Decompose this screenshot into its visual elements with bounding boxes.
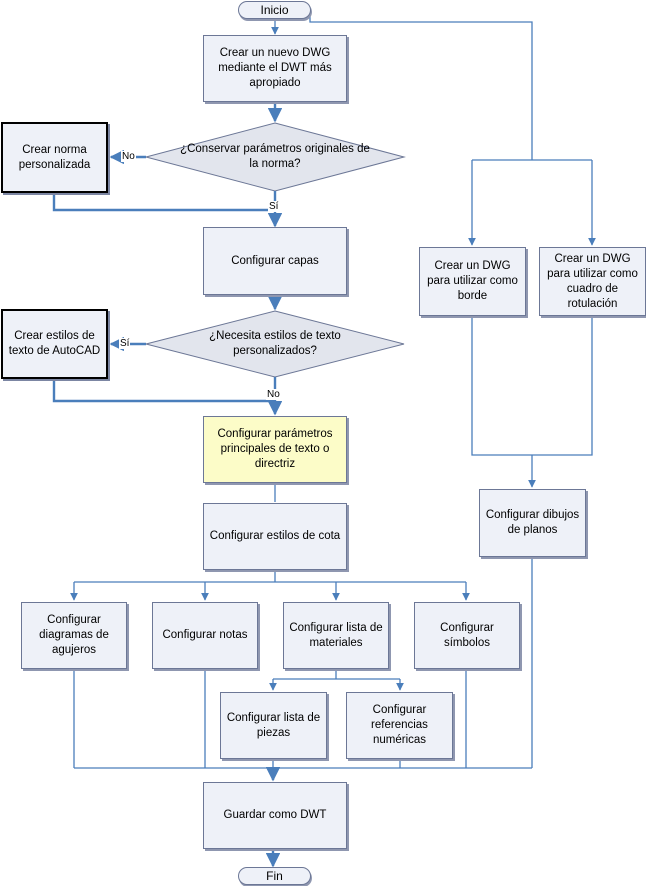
end-terminal: Fin bbox=[238, 867, 311, 885]
branch-label-no-1: No bbox=[121, 151, 136, 162]
step-parts-list-pieces: Configurar lista de piezas bbox=[220, 692, 327, 759]
step-title-block-dwg: Crear un DWG para utilizar como cuadro d… bbox=[539, 247, 646, 316]
step-autocad-text-styles: Crear estilos de texto de AutoCAD bbox=[1, 309, 108, 379]
step-configure-layers: Configurar capas bbox=[203, 227, 347, 295]
step-notes: Configurar notas bbox=[152, 602, 258, 669]
branch-label-no-2: No bbox=[266, 389, 281, 400]
step-new-dwg: Crear un nuevo DWG mediante el DWT más a… bbox=[203, 35, 347, 102]
step-dimension-styles: Configurar estilos de cota bbox=[203, 503, 347, 570]
step-symbols: Configurar símbolos bbox=[414, 602, 520, 669]
branch-label-yes-1: Sí bbox=[268, 201, 280, 212]
step-hole-charts: Configurar diagramas de agujeros bbox=[21, 602, 127, 669]
step-balloons: Configurar referencias numéricas bbox=[346, 692, 453, 759]
decision-need-text-styles-text: ¿Necesita estilos de texto personalizado… bbox=[209, 330, 341, 357]
step-border-dwg: Crear un DWG para utilizar como borde bbox=[419, 247, 526, 316]
step-text-parameters: Configurar parámetros principales de tex… bbox=[203, 416, 347, 483]
start-terminal: Inicio bbox=[238, 1, 311, 19]
step-custom-standard: Crear norma personalizada bbox=[1, 122, 108, 193]
branch-label-yes-2: Sí bbox=[119, 338, 131, 349]
step-sheet-drawings: Configurar dibujos de planos bbox=[479, 489, 586, 557]
decision-keep-params-text: ¿Conservar parámetros originales de la n… bbox=[180, 143, 370, 170]
step-save-dwt: Guardar como DWT bbox=[203, 782, 347, 849]
step-parts-list: Configurar lista de materiales bbox=[283, 602, 389, 669]
